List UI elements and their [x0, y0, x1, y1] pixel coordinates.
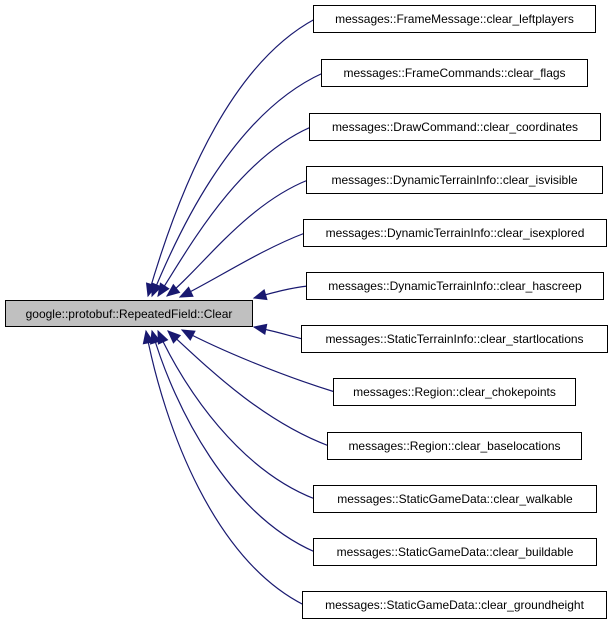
call-edge — [166, 179, 309, 297]
arrowhead-icon — [142, 329, 155, 345]
caller-node-clear-leftplayers[interactable]: messages::FrameMessage::clear_leftplayer… — [313, 5, 596, 33]
call-edge — [147, 18, 316, 297]
caller-node-clear-hascreep[interactable]: messages::DynamicTerrainInfo::clear_hasc… — [306, 272, 604, 300]
caller-node-clear-baselocations[interactable]: messages::Region::clear_baselocations — [327, 432, 582, 460]
root-node: google::protobuf::RepeatedField::Clear — [5, 300, 253, 327]
caller-node-clear-flags[interactable]: messages::FrameCommands::clear_flags — [321, 59, 588, 87]
caller-node-label: messages::StaticGameData::clear_groundhe… — [325, 598, 584, 612]
call-edge — [157, 126, 312, 297]
caller-node-label: messages::DynamicTerrainInfo::clear_isex… — [325, 226, 585, 240]
caller-node-clear-startlocations[interactable]: messages::StaticTerrainInfo::clear_start… — [301, 325, 608, 353]
caller-node-clear-isexplored[interactable]: messages::DynamicTerrainInfo::clear_isex… — [303, 219, 607, 247]
caller-node-label: messages::StaticGameData::clear_walkable — [337, 492, 573, 506]
arrowhead-icon — [165, 283, 181, 297]
arrowhead-icon — [180, 329, 196, 341]
caller-node-label: messages::StaticTerrainInfo::clear_start… — [325, 332, 584, 346]
caller-node-clear-groundheight[interactable]: messages::StaticGameData::clear_groundhe… — [302, 591, 607, 619]
call-edge — [167, 330, 330, 447]
call-edge — [151, 330, 316, 553]
call-edge — [157, 330, 316, 500]
arrowhead-icon — [252, 323, 268, 335]
arrowhead-icon — [178, 286, 194, 298]
caller-node-label: messages::DrawCommand::clear_coordinates — [331, 120, 579, 134]
caller-node-clear-chokepoints[interactable]: messages::Region::clear_chokepoints — [333, 378, 576, 406]
caller-node-label: messages::FrameCommands::clear_flags — [343, 66, 566, 80]
root-node-label: google::protobuf::RepeatedField::Clear — [25, 306, 233, 321]
caller-node-label: messages::DynamicTerrainInfo::clear_hasc… — [328, 279, 582, 293]
arrowhead-icon — [157, 329, 169, 345]
call-edge — [179, 232, 306, 298]
caller-node-clear-buildable[interactable]: messages::StaticGameData::clear_buildabl… — [313, 538, 597, 566]
caller-node-label: messages::DynamicTerrainInfo::clear_isvi… — [331, 173, 578, 187]
call-edge — [145, 330, 305, 606]
arrowhead-icon — [252, 289, 268, 301]
arrowhead-icon — [167, 330, 182, 344]
call-edge — [151, 72, 324, 297]
call-edge — [181, 329, 336, 393]
caller-node-clear-isvisible[interactable]: messages::DynamicTerrainInfo::clear_isvi… — [306, 166, 603, 194]
caller-node-clear-coordinates[interactable]: messages::DrawCommand::clear_coordinates — [309, 113, 601, 141]
caller-node-clear-walkable[interactable]: messages::StaticGameData::clear_walkable — [313, 485, 597, 513]
caller-node-label: messages::StaticGameData::clear_buildabl… — [336, 545, 574, 559]
arrowhead-icon — [151, 282, 163, 298]
arrowhead-icon — [157, 282, 170, 298]
caller-node-label: messages::Region::clear_baselocations — [348, 439, 561, 453]
caller-node-label: messages::FrameMessage::clear_leftplayer… — [335, 12, 574, 26]
caller-node-label: messages::Region::clear_chokepoints — [353, 385, 556, 399]
